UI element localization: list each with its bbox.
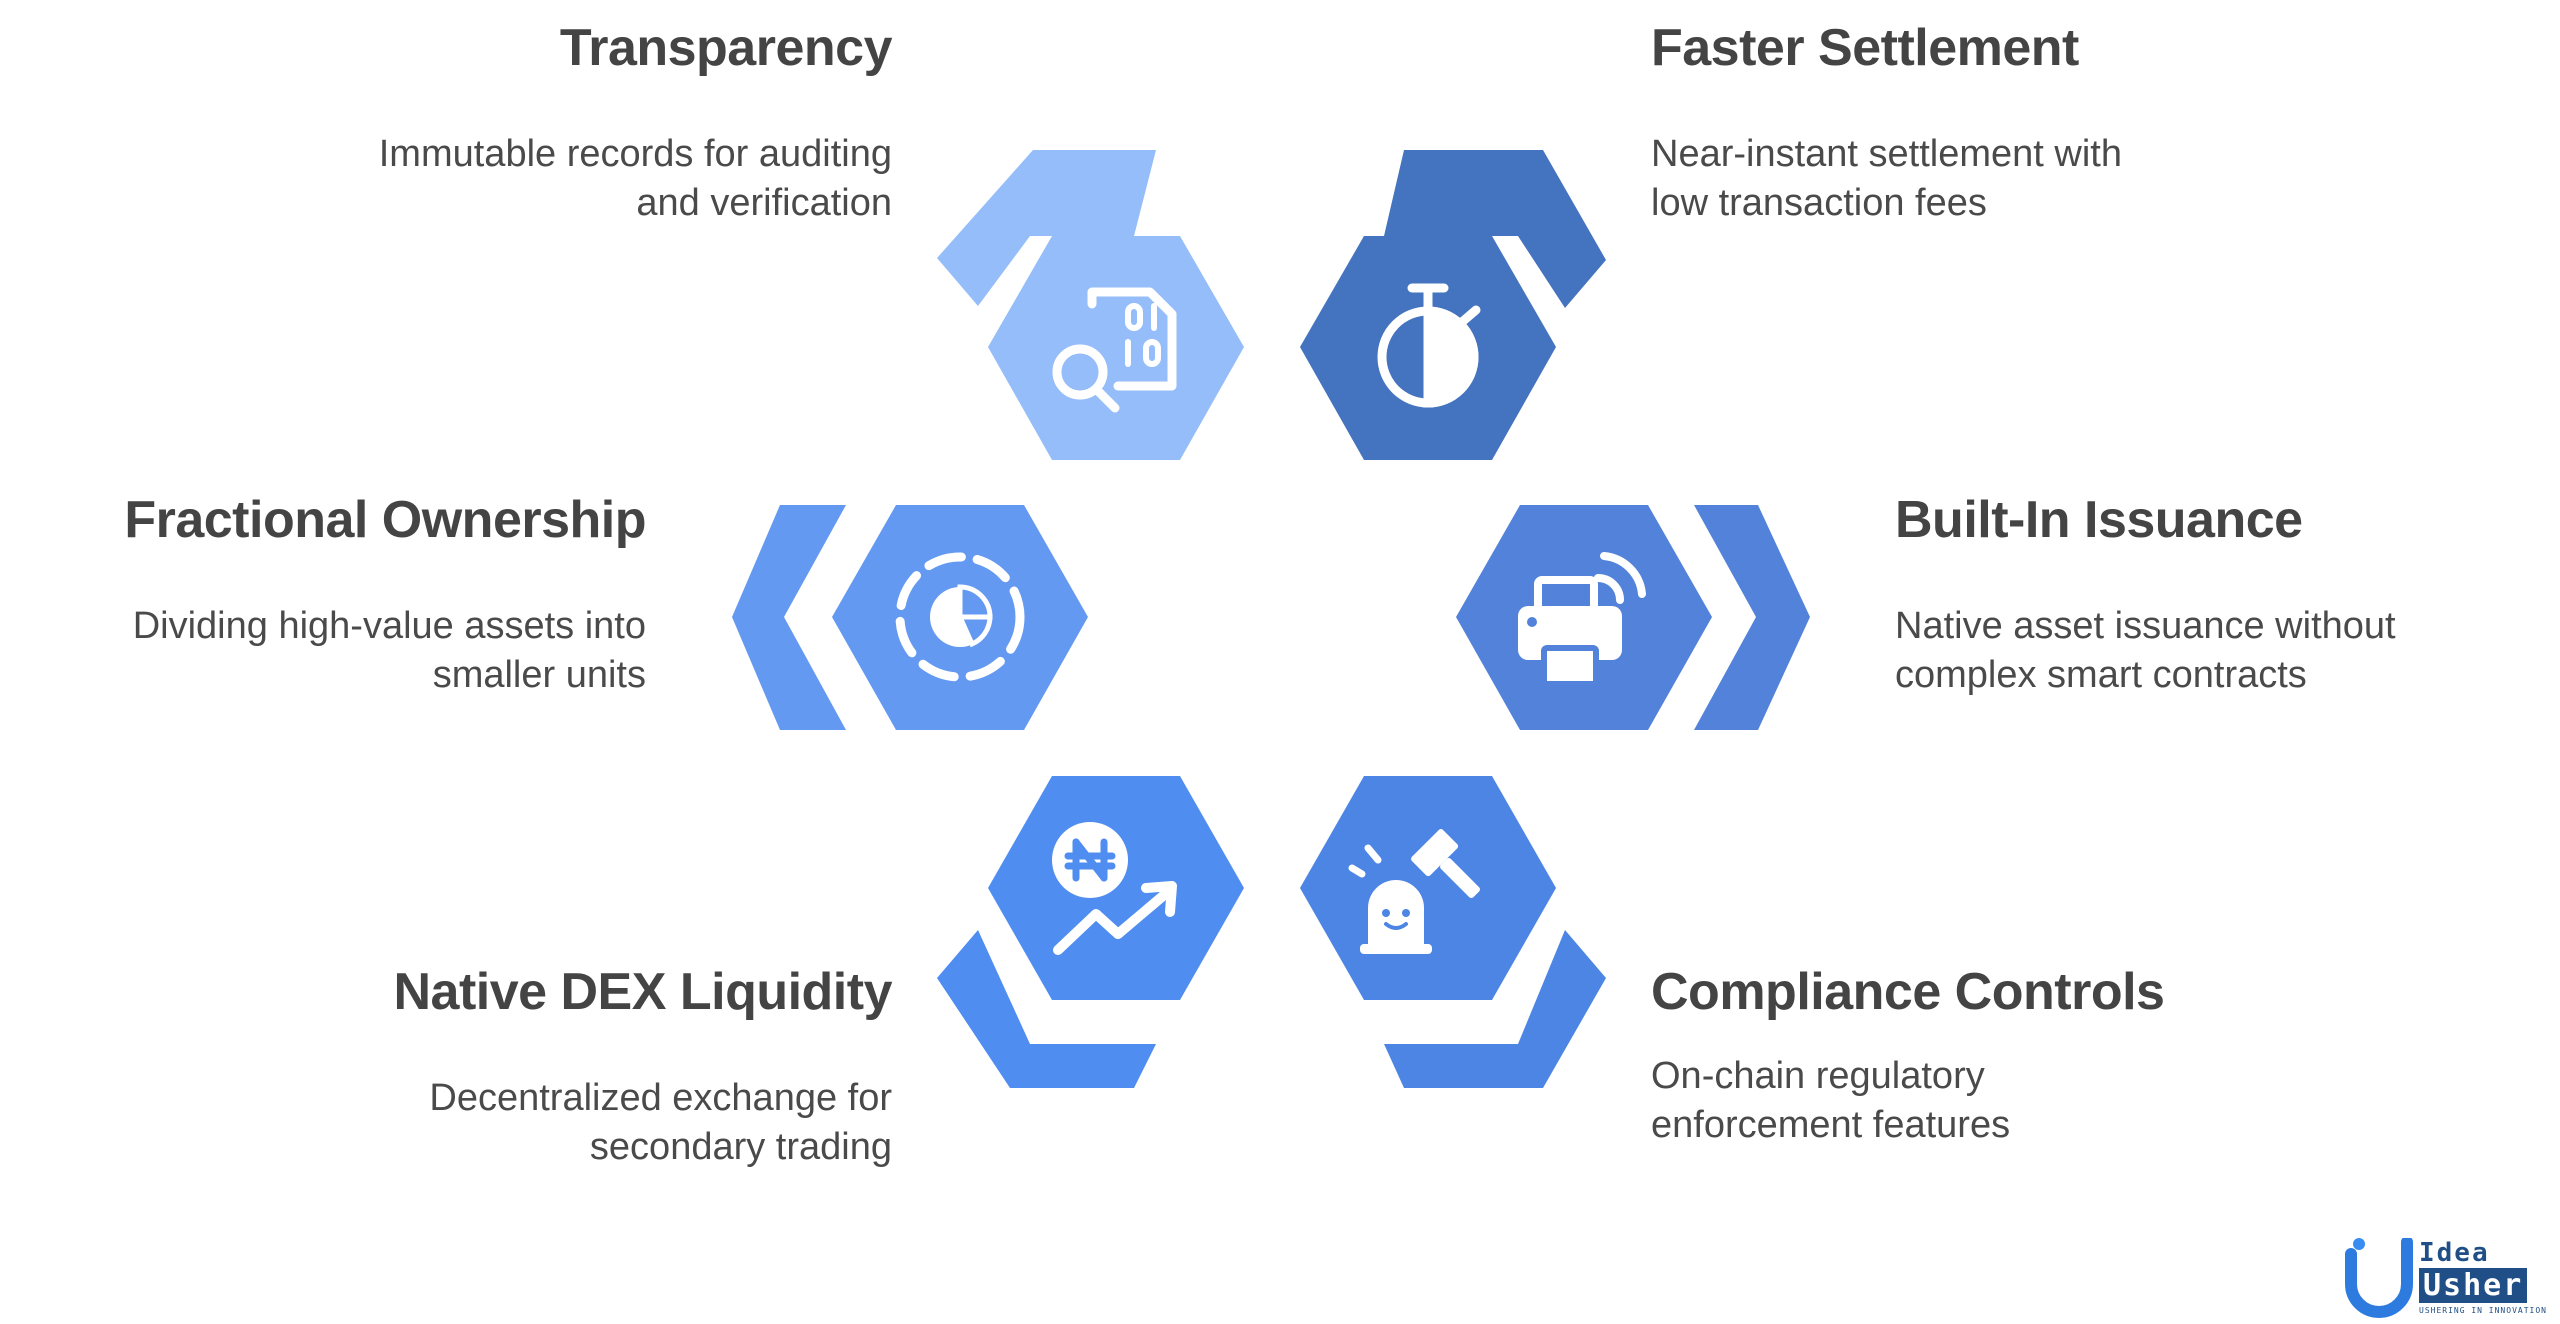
feature-desc: smaller units <box>432 654 646 696</box>
feature-desc: Decentralized exchange for <box>429 1077 892 1119</box>
feature-settlement: Faster Settlement Near-instant settlemen… <box>1651 18 2531 228</box>
document-search-icon <box>1052 287 1177 413</box>
feature-title: Transparency <box>559 19 893 77</box>
feature-transparency: Transparency Immutable records for audit… <box>12 18 893 228</box>
hex-body-transparency <box>988 236 1244 460</box>
hex-bracket-issuance <box>1694 505 1810 730</box>
logo-tagline: USHERING IN INNOVATION <box>2419 1306 2547 1315</box>
feature-desc: low transaction fees <box>1651 182 1987 224</box>
feature-liquidity: Native DEX Liquidity Decentralized excha… <box>12 962 892 1172</box>
hex-bracket-compliance <box>1384 930 1606 1088</box>
hex-bracket-transparency <box>937 150 1156 306</box>
naira-growth-icon <box>1052 822 1177 955</box>
hex-body-compliance <box>1300 776 1556 1000</box>
feature-desc: secondary trading <box>589 1126 892 1168</box>
logo-line2: Usher <box>2419 1268 2528 1303</box>
pie-chart-icon <box>895 552 1025 682</box>
feature-desc: On-chain regulatory <box>1651 1055 1985 1097</box>
hexagon-issuance <box>1456 505 1810 730</box>
feature-desc: complex smart contracts <box>1895 654 2307 696</box>
feature-desc: enforcement features <box>1651 1104 2011 1146</box>
feature-title: Native DEX Liquidity <box>393 963 892 1021</box>
feature-desc: Native asset issuance without <box>1895 605 2396 647</box>
feature-title: Compliance Controls <box>1651 963 2165 1021</box>
logo-line1: Idea <box>2419 1238 2490 1268</box>
feature-desc: Dividing high-value assets into <box>132 605 646 647</box>
feature-desc: and verification <box>636 182 892 224</box>
feature-desc: Immutable records for auditing <box>378 133 892 175</box>
hexagon-fractional <box>732 505 1088 730</box>
alarm-gavel-icon <box>1348 829 1480 954</box>
hex-bracket-fractional <box>732 505 846 730</box>
feature-issuance: Built-In Issuance Native asset issuance … <box>1895 490 2560 700</box>
printer-icon <box>1518 552 1646 687</box>
hex-bracket-liquidity <box>937 930 1156 1088</box>
ideausher-logo: Idea Usher USHERING IN INNOVATION <box>2345 1238 2555 1320</box>
hex-body-liquidity <box>988 776 1244 1000</box>
feature-fractional: Fractional Ownership Dividing high-value… <box>0 490 646 700</box>
feature-title: Built-In Issuance <box>1895 491 2303 549</box>
feature-title: Fractional Ownership <box>124 491 646 549</box>
hexagon-liquidity <box>937 776 1244 1088</box>
hex-bracket-settlement <box>1384 150 1606 308</box>
hexagon-settlement <box>1300 150 1606 460</box>
stopwatch-icon <box>1377 283 1481 408</box>
hexagon-transparency <box>937 150 1244 460</box>
hexagon-compliance <box>1300 776 1606 1088</box>
logo-u-mark-icon <box>2345 1238 2413 1318</box>
feature-desc: Near-instant settlement with <box>1651 133 2122 175</box>
feature-compliance: Compliance Controls On-chain regulatory … <box>1651 962 2531 1150</box>
feature-title: Faster Settlement <box>1651 19 2079 77</box>
